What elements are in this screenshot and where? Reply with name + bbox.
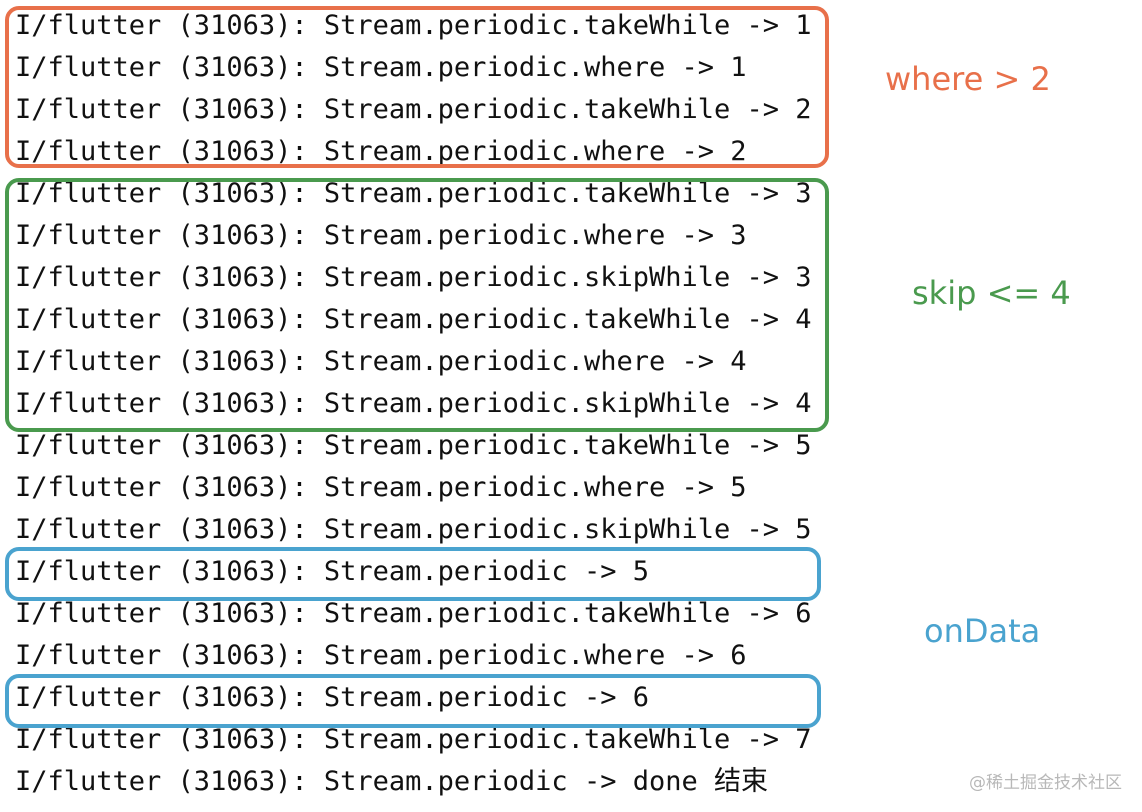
log-output: I/flutter (31063): Stream.periodic.takeW… bbox=[15, 5, 812, 803]
log-line: I/flutter (31063): Stream.periodic.where… bbox=[15, 52, 747, 83]
log-line: I/flutter (31063): Stream.periodic.takeW… bbox=[15, 304, 812, 335]
log-line: I/flutter (31063): Stream.periodic.takeW… bbox=[15, 178, 812, 209]
ondata-highlight-box bbox=[5, 547, 821, 601]
log-line: I/flutter (31063): Stream.periodic -> do… bbox=[15, 766, 768, 797]
skip-annotation: skip <= 4 bbox=[912, 274, 1071, 312]
log-line: I/flutter (31063): Stream.periodic.skipW… bbox=[15, 514, 812, 545]
log-line: I/flutter (31063): Stream.periodic.where… bbox=[15, 220, 747, 251]
log-line: I/flutter (31063): Stream.periodic.takeW… bbox=[15, 430, 812, 461]
watermark: @稀土掘金技术社区 bbox=[969, 773, 1122, 793]
ondata-annotation: onData bbox=[924, 612, 1041, 650]
log-line: I/flutter (31063): Stream.periodic -> 6 bbox=[15, 682, 649, 713]
log-line: I/flutter (31063): Stream.periodic.skipW… bbox=[15, 262, 812, 293]
where-highlight-box bbox=[5, 6, 829, 168]
log-line: I/flutter (31063): Stream.periodic.takeW… bbox=[15, 10, 812, 41]
where-annotation: where > 2 bbox=[885, 60, 1051, 98]
log-line: I/flutter (31063): Stream.periodic.takeW… bbox=[15, 598, 812, 629]
log-line: I/flutter (31063): Stream.periodic.skipW… bbox=[15, 388, 812, 419]
log-line: I/flutter (31063): Stream.periodic.takeW… bbox=[15, 94, 812, 125]
log-line: I/flutter (31063): Stream.periodic.where… bbox=[15, 472, 747, 503]
log-line: I/flutter (31063): Stream.periodic.where… bbox=[15, 346, 747, 377]
log-line: I/flutter (31063): Stream.periodic.where… bbox=[15, 640, 747, 671]
ondata-highlight-box bbox=[5, 674, 821, 728]
log-line: I/flutter (31063): Stream.periodic.where… bbox=[15, 136, 747, 167]
log-line: I/flutter (31063): Stream.periodic.takeW… bbox=[15, 724, 812, 755]
skip-highlight-box bbox=[5, 178, 829, 432]
log-line: I/flutter (31063): Stream.periodic -> 5 bbox=[15, 556, 649, 587]
